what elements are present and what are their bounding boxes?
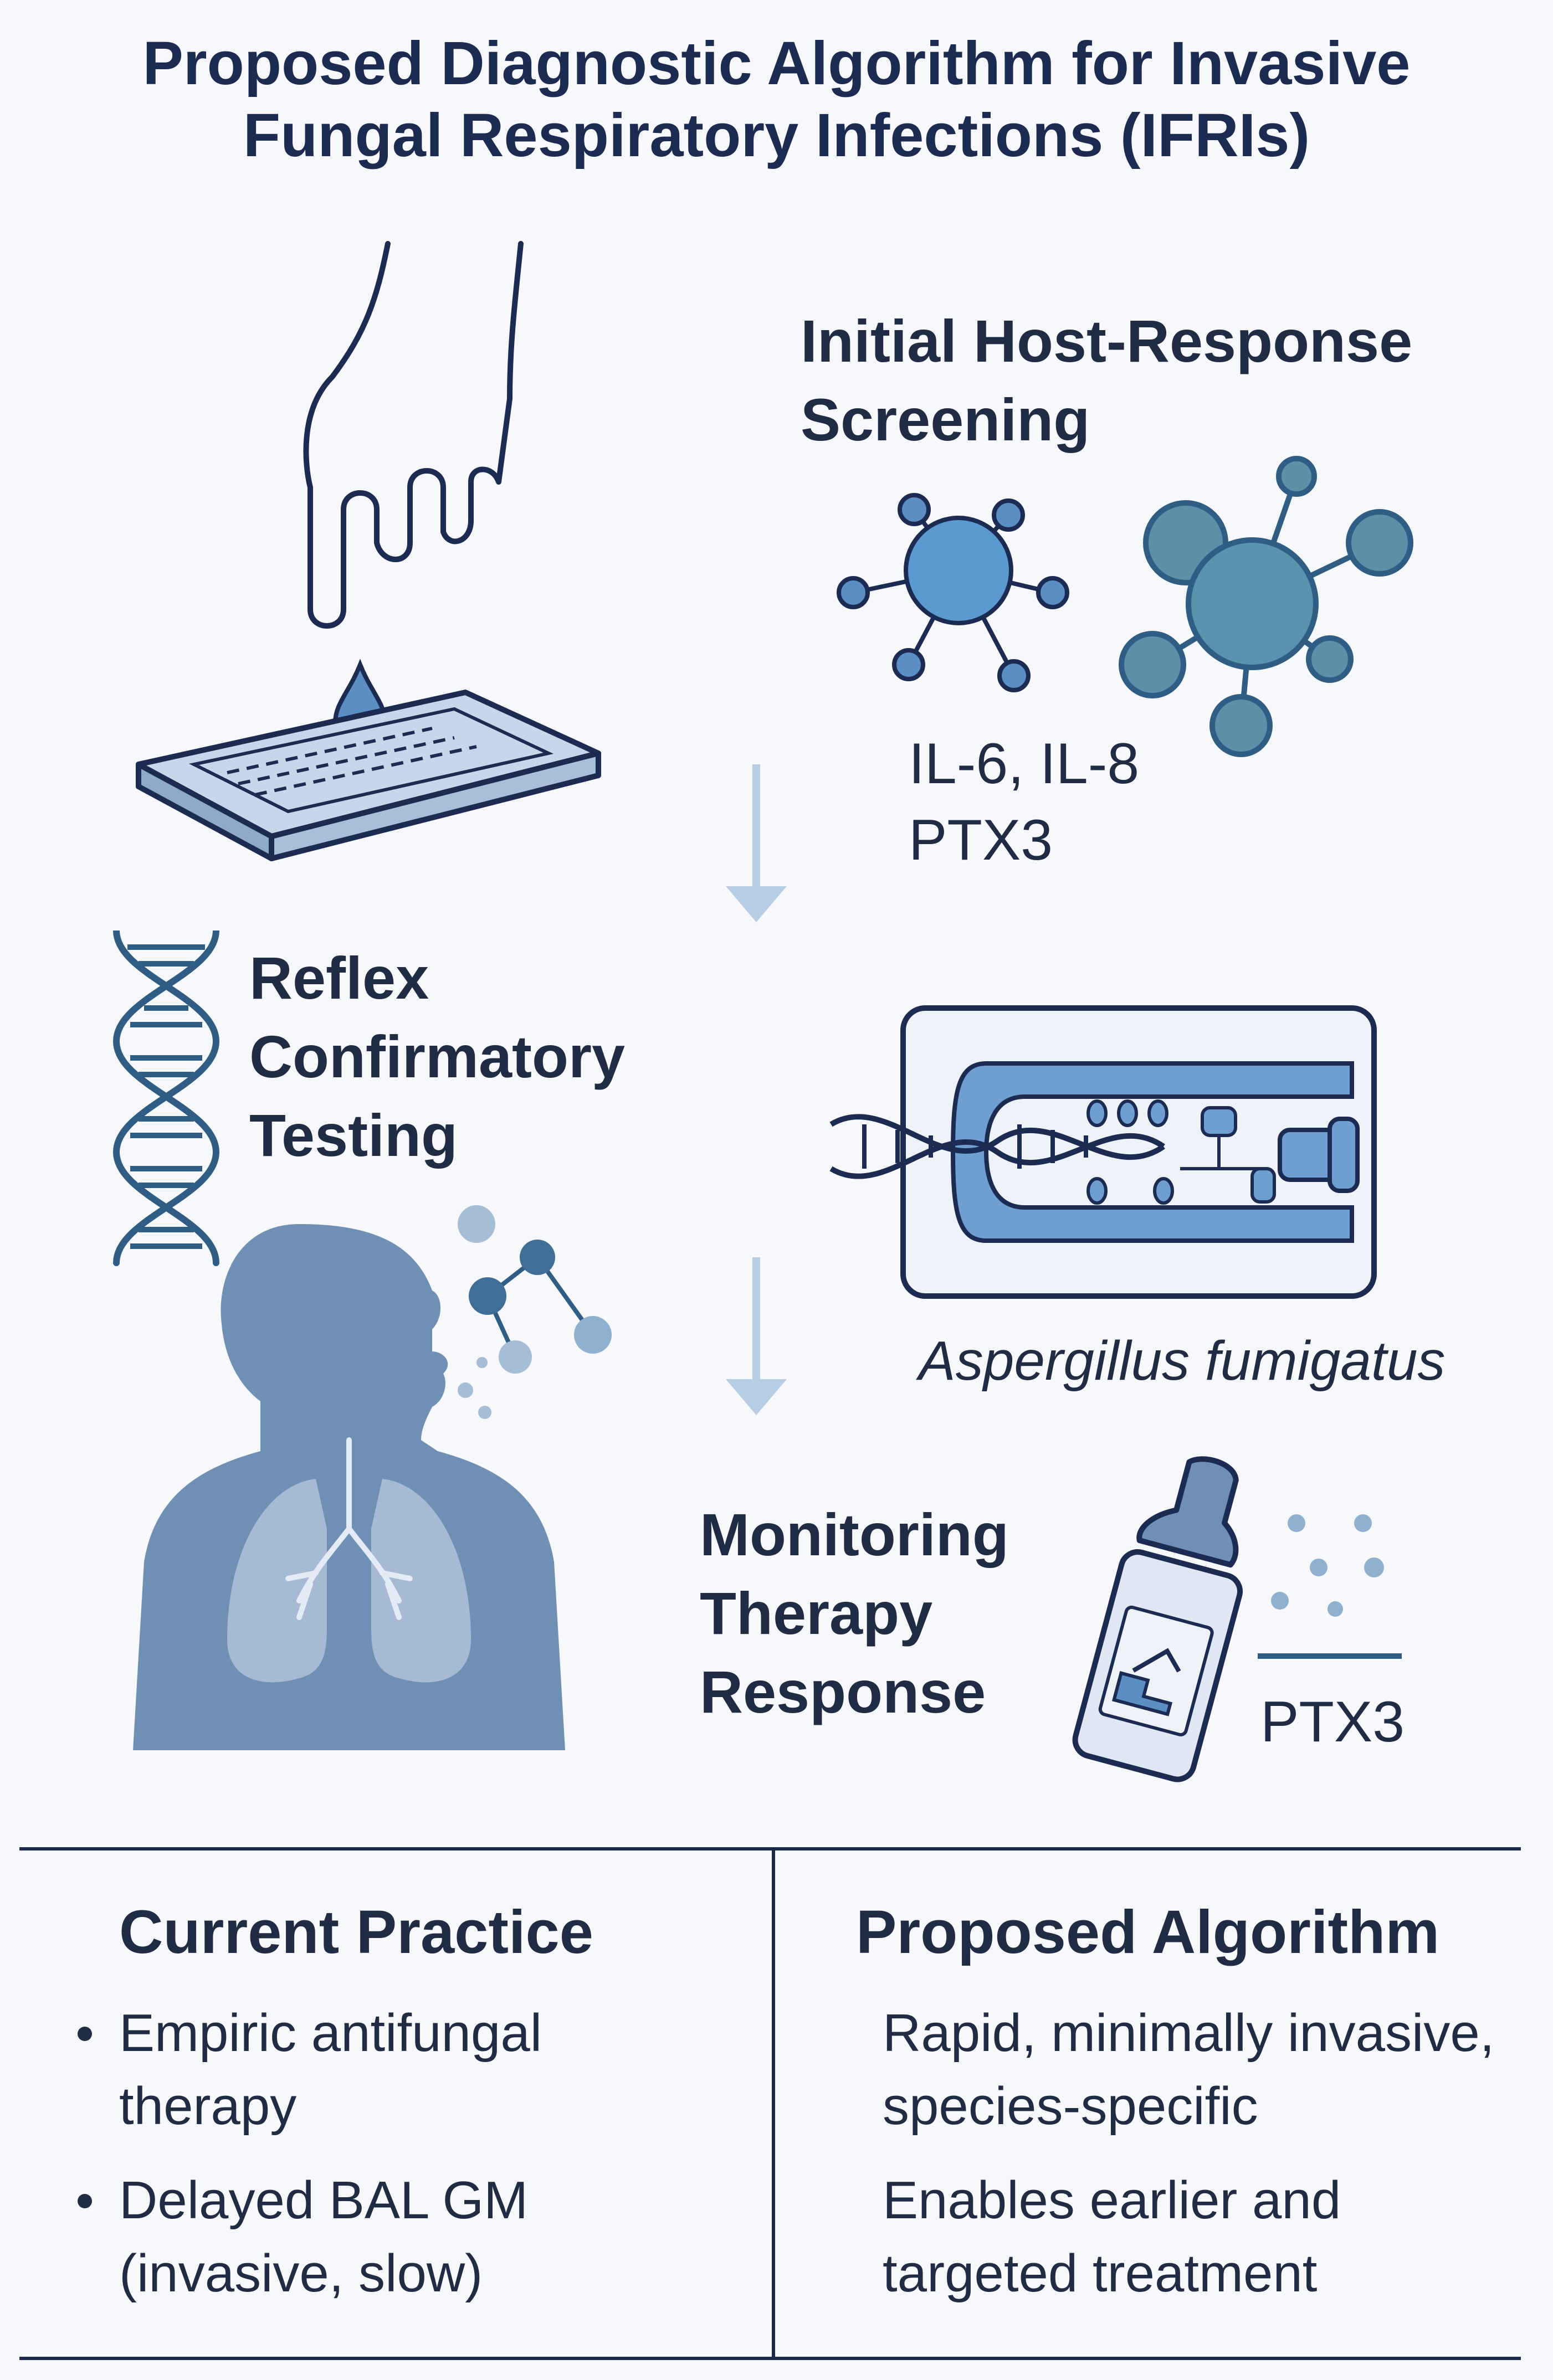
markers-line-2: PTX3 xyxy=(909,808,1053,872)
monitoring-line-2: Therapy xyxy=(700,1580,933,1647)
title-line-1: Proposed Diagnostic Algorithm for Invasi… xyxy=(142,29,1411,97)
proposed-algorithm-item-1: Rapid, minimally invasive, species-speci… xyxy=(883,1997,1494,2143)
test-cartridge-icon xyxy=(136,690,601,861)
current-practice-item-1: Empiric antifungal therapy xyxy=(119,1997,542,2143)
dna-strand-icon xyxy=(829,1114,1165,1179)
divider-top xyxy=(19,1847,1521,1850)
finger-prick-cartridge-illustration xyxy=(136,241,601,861)
confirmatory-line-1: Reflex xyxy=(249,944,429,1011)
small-cytokine-icon xyxy=(837,493,1069,692)
markers-label: IL-6, IL-8 PTX3 xyxy=(909,726,1139,878)
title-line-2: Fungal Respiratory Infections (IFRIs) xyxy=(243,101,1310,169)
proposed-algorithm-item-2-line-1: Enables earlier and xyxy=(883,2171,1341,2230)
hand-icon xyxy=(303,241,524,629)
current-practice-item-2: Delayed BAL GM (invasive, slow) xyxy=(119,2164,528,2310)
proposed-algorithm-item-2: Enables earlier and targeted treatment xyxy=(883,2164,1341,2310)
sample-bottle-icon xyxy=(1072,1456,1243,1782)
screening-heading-line-1: Initial Host-Response xyxy=(801,307,1413,374)
confirmatory-line-2: Confirmatory xyxy=(249,1023,626,1090)
dna-helix-icon xyxy=(112,931,220,1266)
bullet-icon xyxy=(78,2194,92,2208)
ptx3-particles-icon xyxy=(1258,1514,1402,1659)
species-label: Aspergillus fumigatus xyxy=(919,1330,1446,1392)
confirmatory-line-3: Testing xyxy=(249,1102,458,1169)
large-cytokine-icon xyxy=(1119,456,1413,757)
current-practice-item-2-line-2: (invasive, slow) xyxy=(119,2244,483,2303)
ptx3-label: PTX3 xyxy=(1260,1690,1405,1754)
markers-line-1: IL-6, IL-8 xyxy=(909,732,1140,796)
current-practice-item-2-line-1: Delayed BAL GM xyxy=(119,2171,529,2230)
divider-bottom xyxy=(19,2357,1521,2360)
current-practice-item-1-line-2: therapy xyxy=(119,2076,297,2136)
lungs-icon xyxy=(227,1437,471,1683)
cytokine-molecules-illustration xyxy=(837,456,1413,757)
proposed-algorithm-item-1-line-1: Rapid, minimally invasive, xyxy=(883,2003,1495,2063)
proposed-algorithm-item-2-line-2: targeted treatment xyxy=(883,2244,1318,2303)
current-practice-heading: Current Practice xyxy=(119,1898,593,1966)
monitoring-line-1: Monitoring xyxy=(700,1501,1009,1568)
flow-arrow-2 xyxy=(726,1257,787,1415)
microfluidic-chip-illustration xyxy=(829,1005,1377,1299)
monitoring-line-3: Response xyxy=(700,1658,986,1725)
page-title: Proposed Diagnostic Algorithm for Invasi… xyxy=(0,28,1553,172)
screening-heading-line-2: Screening xyxy=(801,386,1090,453)
current-practice-item-1-line-1: Empiric antifungal xyxy=(119,2003,542,2063)
patient-lungs-illustration xyxy=(133,1224,565,1750)
confirmatory-heading: Reflex Confirmatory Testing xyxy=(249,939,625,1175)
monitoring-heading: Monitoring Therapy Response xyxy=(700,1495,1009,1731)
breath-molecules-icon xyxy=(431,1205,612,1419)
bullet-icon xyxy=(78,2027,92,2041)
screening-heading: Initial Host-Response Screening xyxy=(801,302,1412,459)
proposed-algorithm-item-1-line-2: species-specific xyxy=(883,2076,1258,2136)
proposed-algorithm-heading: Proposed Algorithm xyxy=(856,1898,1440,1966)
divider-vertical xyxy=(772,1847,775,2357)
flow-arrow-1 xyxy=(726,764,787,922)
